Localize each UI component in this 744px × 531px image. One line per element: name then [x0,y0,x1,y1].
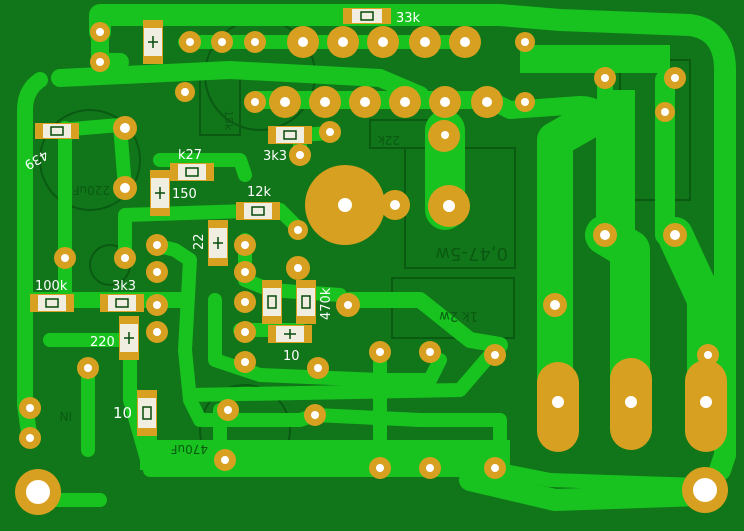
smd-r100k [30,294,74,312]
label-rk27: k27 [178,148,202,163]
smd-r-vert-a [262,280,282,324]
smd-r470k [296,280,316,324]
silk-22k: 22k [378,133,400,147]
smd-c-top [143,20,163,64]
smd-components [30,8,391,436]
label-r150: 150 [172,187,197,202]
label-r100k: 100k [35,279,68,294]
silk-in: IN [59,409,72,423]
label-c220: 220 [90,335,115,350]
smd-c220 [119,316,139,360]
silk-1k2w: 1k 2w [439,308,478,323]
label-r12k: 12k [247,185,272,200]
smd-c22 [208,220,228,266]
silk-15k: 15k [222,110,235,131]
label-r10-low: 10 [113,404,132,422]
smd-r10-low [137,390,157,436]
silk-470uF: 470uF [170,442,208,456]
smd-r3k3-left [100,294,144,312]
label-r33k: 33k [396,11,421,26]
smd-r33k [343,8,391,24]
copper-pours [140,45,670,470]
label-c10-mid: 10 [283,349,300,364]
smd-rk27 [170,163,214,181]
label-r3k3-left: 3k3 [112,279,136,294]
drill-holes [26,28,717,504]
smd-r12k [236,202,280,220]
smd-r439 [35,123,79,139]
silk-0r47: 0,47-5w [435,243,508,264]
smd-c150 [150,170,170,216]
silk-220uF: 220uF [72,183,110,197]
smd-r3k3-top [268,126,312,144]
label-r3k3-top: 3k3 [263,149,287,164]
label-r470k: 470k [319,287,334,320]
smd-c10-mid [268,325,312,343]
label-c22: 22 [192,233,207,250]
bottom-silk-labels: 0,47-5w 1k 2w 220uF 470uF 22k IN 15k [59,110,508,456]
